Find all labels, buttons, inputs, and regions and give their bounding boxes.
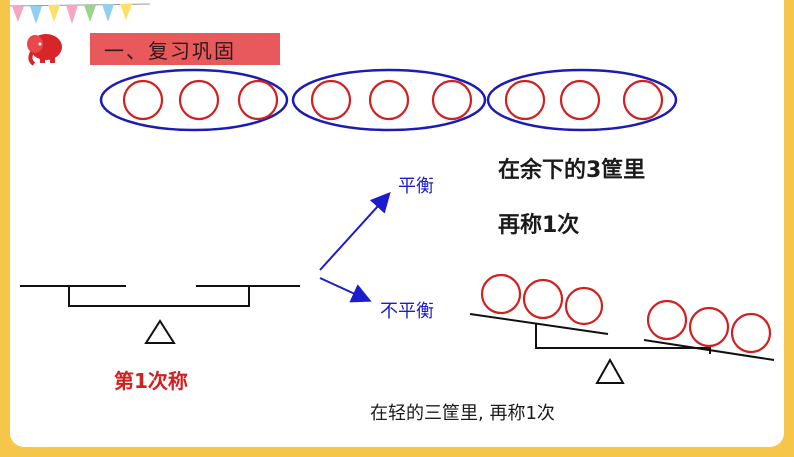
basket-circle (178, 79, 220, 121)
group-oval-2 (291, 68, 487, 132)
unbalanced-label: 不平衡 (380, 301, 434, 322)
arrow-to-unbalanced (319, 277, 372, 303)
bunting-flags (10, 3, 151, 24)
basket-circle (522, 278, 564, 320)
basket-circle (559, 79, 601, 121)
balanced-label: 平衡 (398, 176, 434, 197)
basket-circle (237, 79, 279, 121)
basket-circle (431, 79, 473, 121)
lighter-baskets-text: 在轻的三筐里, 再称1次 (370, 403, 555, 424)
elephant-mascot-icon (27, 34, 62, 66)
basket-circle (646, 299, 688, 341)
basket-circle (480, 273, 522, 315)
balance-scale-level (20, 285, 300, 344)
basket-circle (122, 79, 164, 121)
basket-circle (688, 306, 730, 348)
basket-circle (504, 79, 546, 121)
section-title: 一、复习巩固 (90, 33, 280, 65)
arrow-to-balanced (319, 192, 391, 271)
basket-circle (564, 286, 604, 326)
basket-circle (368, 79, 410, 121)
first-weigh-label: 第1次称 (114, 369, 188, 393)
slide-canvas: 一、复习巩固 在余下的3筐里 再称1次 平衡 不平衡 第1次称 在轻的三筐里, … (10, 0, 784, 447)
diagram-art (20, 34, 775, 384)
basket-circle (730, 312, 772, 354)
weigh-again-text: 再称1次 (498, 213, 580, 238)
remaining-text: 在余下的3筐里 (498, 158, 646, 183)
basket-circle (622, 79, 664, 121)
basket-circle (310, 79, 352, 121)
group-oval-3 (486, 68, 678, 132)
balance-scale-tilted (469, 273, 775, 384)
group-oval-1 (99, 68, 289, 132)
